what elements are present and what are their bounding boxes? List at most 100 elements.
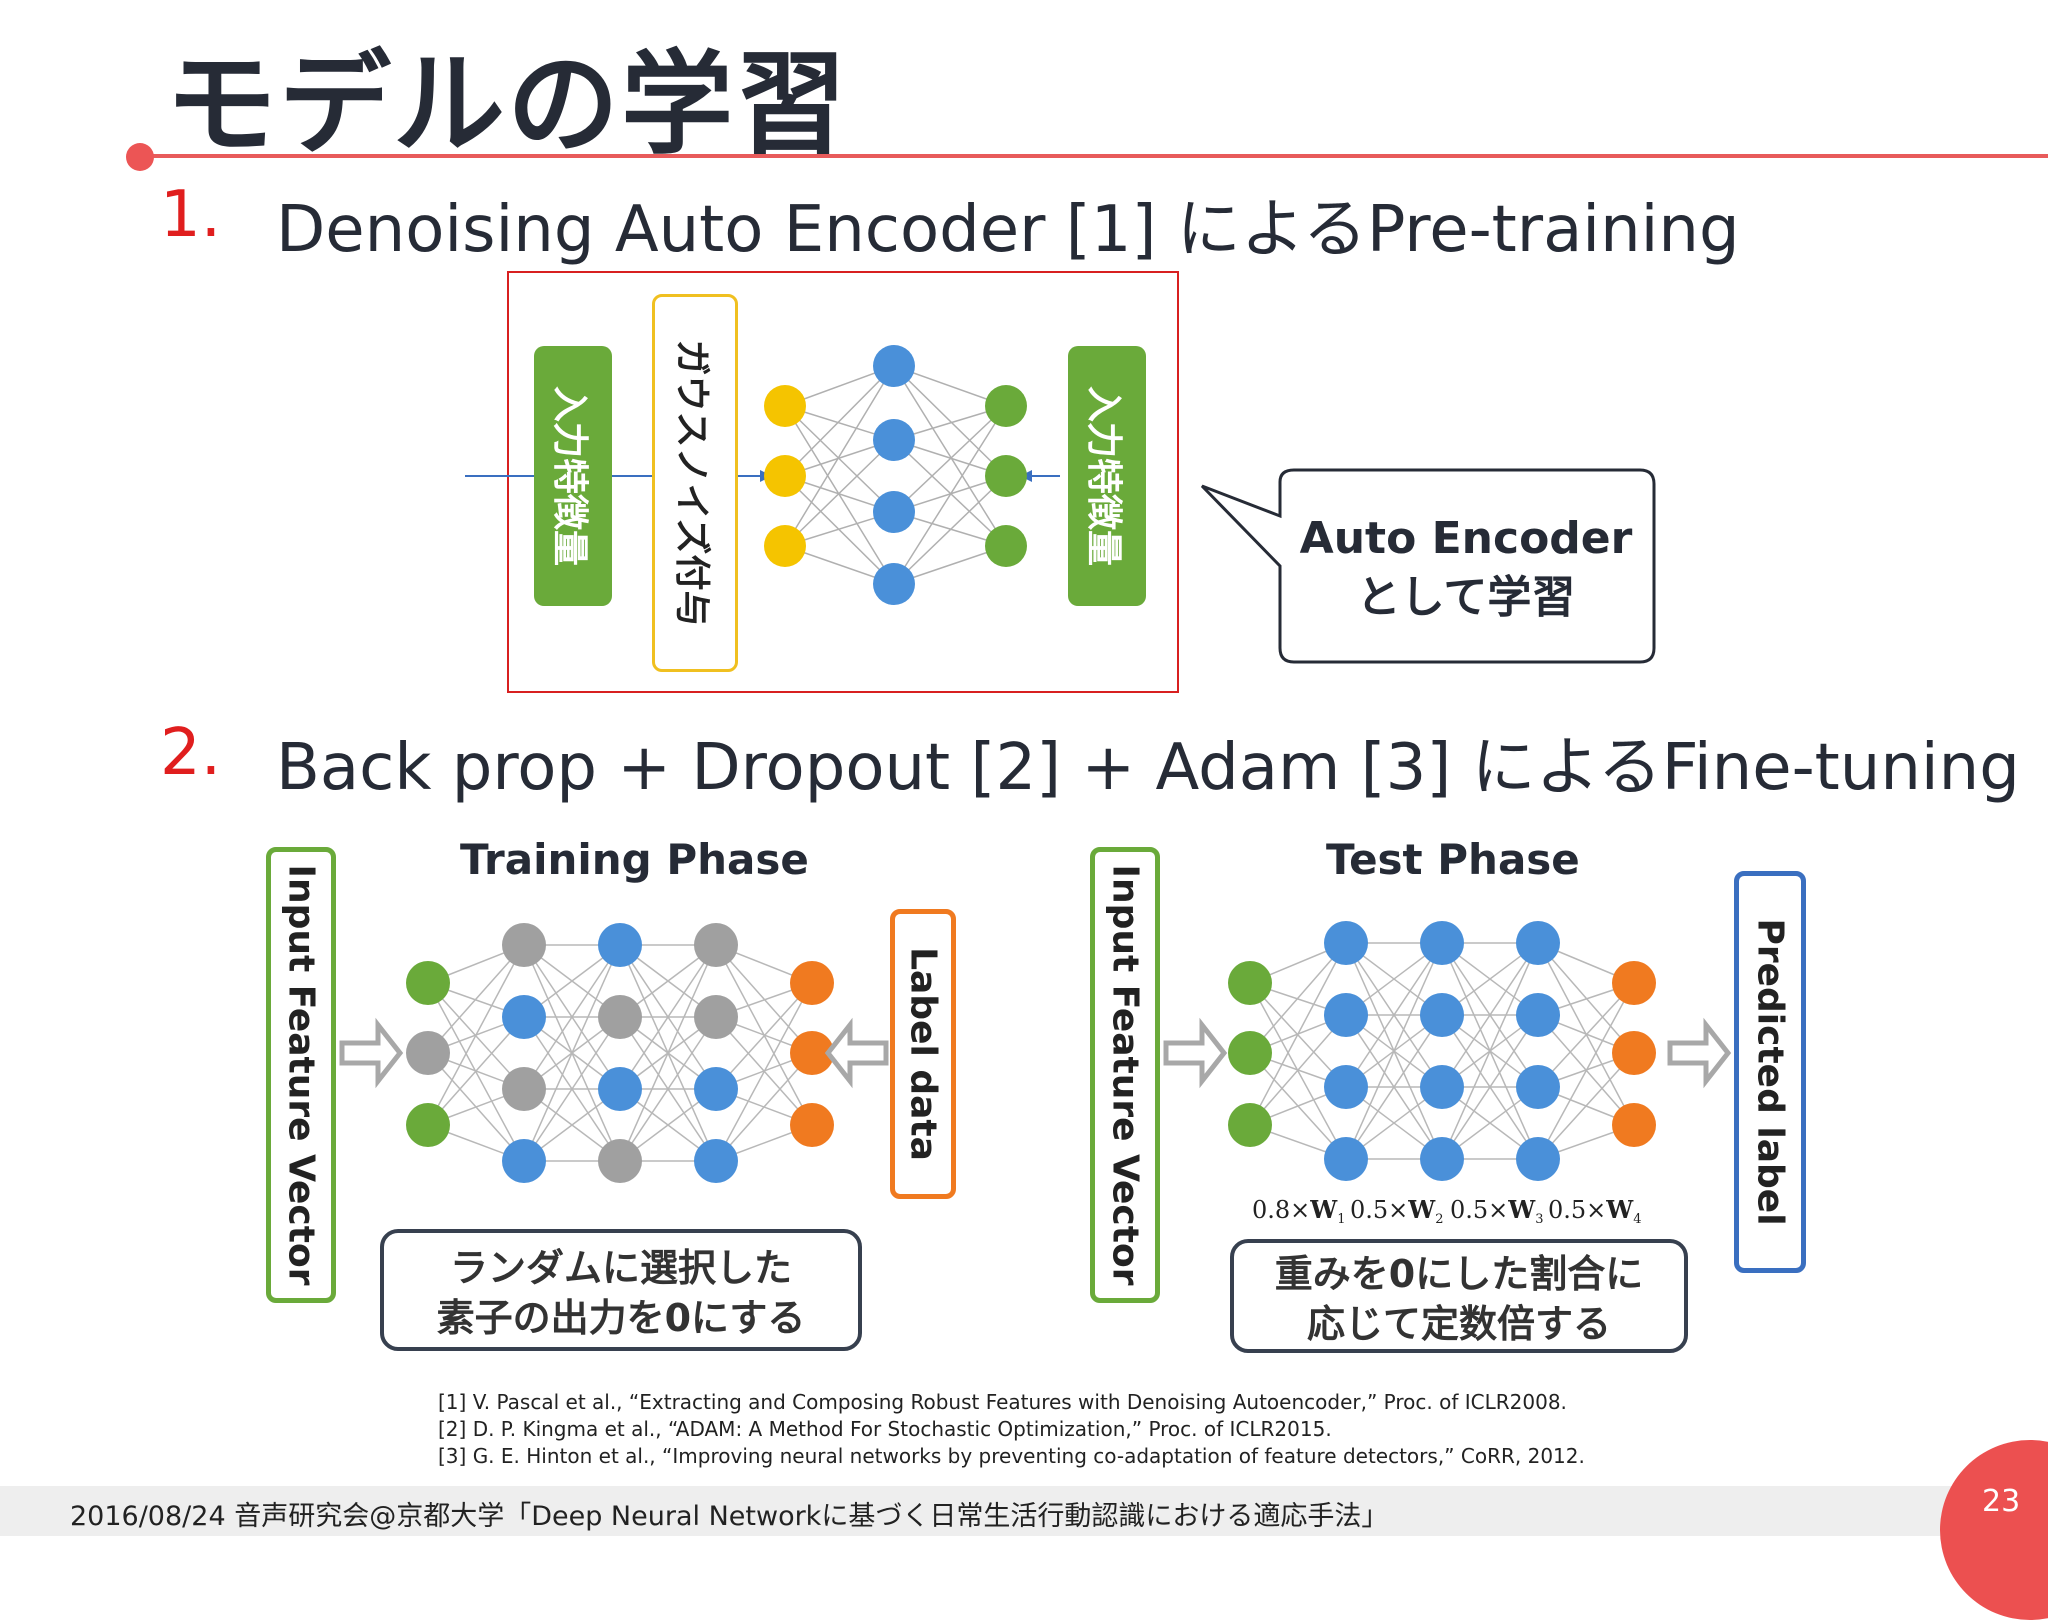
network-node xyxy=(1420,1137,1464,1181)
training-input-box: Input Feature Vector xyxy=(266,847,336,1303)
network-connection xyxy=(893,365,1007,547)
callout-line-1: Auto Encoder xyxy=(1300,513,1633,564)
dae-figure: Auto Encoder として学習 入力特徴量 ガウスノイズ付与 入力特徴量 xyxy=(460,270,1660,700)
network-connection xyxy=(1537,982,1635,1088)
list-number-1: 1. xyxy=(160,178,222,252)
network-node xyxy=(1516,1137,1560,1181)
predicted-label-label: Predicted label xyxy=(1749,918,1791,1226)
network-node xyxy=(1612,1103,1656,1147)
reference-1: [1] V. Pascal et al., “Extracting and Co… xyxy=(438,1390,1567,1414)
network-connection xyxy=(1441,942,1539,1160)
label-data-box: Label data xyxy=(890,909,956,1199)
dae-frame xyxy=(507,271,1179,693)
training-input-label: Input Feature Vector xyxy=(280,864,322,1286)
network-connection xyxy=(523,1016,621,1162)
network-connection xyxy=(893,439,1007,547)
dae-network xyxy=(764,345,1027,605)
network-connection xyxy=(523,944,621,1162)
network-connection xyxy=(715,1052,813,1162)
training-phase-title: Training Phase xyxy=(460,835,809,884)
network-connection xyxy=(1441,1014,1539,1160)
network-node xyxy=(598,995,642,1039)
test-input-arrow xyxy=(1163,1017,1228,1089)
network-connection xyxy=(1537,1052,1635,1160)
network-node xyxy=(1516,921,1560,965)
network-node xyxy=(1324,921,1368,965)
network-node xyxy=(1516,993,1560,1037)
network-node xyxy=(985,525,1027,567)
network-node xyxy=(598,1067,642,1111)
network-node xyxy=(873,419,915,461)
list-item-2: 2. Back prop + Dropout [2] + Adam [3] によ… xyxy=(160,716,2040,805)
network-node xyxy=(502,923,546,967)
network-node xyxy=(1228,961,1272,1005)
network-connection xyxy=(619,944,717,1162)
weight-scale-labels: 0.8×W1 0.5×W2 0.5×W3 0.5×W4 xyxy=(1252,1195,1642,1227)
network-connection xyxy=(1249,942,1347,1054)
reference-2: [2] D. P. Kingma et al., “ADAM: A Method… xyxy=(438,1417,1332,1441)
network-node xyxy=(1420,921,1464,965)
network-node xyxy=(985,455,1027,497)
training-label-arrow xyxy=(824,1017,889,1089)
network-connection xyxy=(427,944,525,1126)
network-connection xyxy=(784,405,895,585)
test-input-box: Input Feature Vector xyxy=(1090,847,1160,1303)
test-phase-title: Test Phase xyxy=(1326,835,1580,884)
list-text-2: Back prop + Dropout [2] + Adam [3] によるFi… xyxy=(276,731,2020,805)
network-node xyxy=(1420,1065,1464,1109)
dae-input-box: 入力特徴量 xyxy=(534,346,612,606)
dae-noise-label: ガウスノイズ付与 xyxy=(671,339,712,627)
network-node xyxy=(1324,1137,1368,1181)
network-node xyxy=(406,1031,450,1075)
network-connection xyxy=(893,475,1007,585)
network-node xyxy=(502,995,546,1039)
network-node xyxy=(694,923,738,967)
training-input-arrow xyxy=(339,1017,404,1089)
network-node xyxy=(873,491,915,533)
network-node xyxy=(790,961,834,1005)
network-node xyxy=(598,923,642,967)
dae-target-label: 入力特徴量 xyxy=(1083,385,1124,567)
network-connection xyxy=(893,365,1007,477)
slide-title: モデルの学習 xyxy=(165,40,849,170)
callout-line-2: として学習 xyxy=(1357,572,1576,623)
network-node xyxy=(1612,961,1656,1005)
reference-3: [3] G. E. Hinton et al., “Improving neur… xyxy=(438,1444,1585,1468)
test-note-line-1: 重みを0にした割合に xyxy=(1274,1252,1644,1296)
network-connection xyxy=(427,1016,525,1126)
network-connection xyxy=(619,944,717,1090)
weight-scale-1: 0.8×W1 xyxy=(1252,1195,1346,1227)
dropout-figure: 0.8×W1 0.5×W2 0.5×W3 0.5×W4 Training Pha… xyxy=(250,835,1830,1355)
network-node xyxy=(1516,1065,1560,1109)
network-node xyxy=(985,385,1027,427)
network-connection xyxy=(1249,1014,1347,1126)
network-node xyxy=(790,1103,834,1147)
network-connection xyxy=(427,944,525,1054)
dae-network-diagram: Auto Encoder として学習 xyxy=(465,271,1656,693)
test-network xyxy=(1228,921,1656,1181)
network-connection xyxy=(784,475,895,585)
network-node xyxy=(694,1067,738,1111)
network-node xyxy=(1324,1065,1368,1109)
network-node xyxy=(764,385,806,427)
network-connection xyxy=(784,439,895,547)
weight-scale-2: 0.5×W2 xyxy=(1350,1195,1444,1227)
network-node xyxy=(873,563,915,605)
network-node xyxy=(502,1139,546,1183)
predicted-label-box: Predicted label xyxy=(1734,871,1806,1273)
network-node xyxy=(694,995,738,1039)
network-connection xyxy=(1345,942,1443,1160)
training-network xyxy=(406,923,834,1183)
callout-bubble xyxy=(1200,468,1656,664)
network-node xyxy=(1228,1031,1272,1075)
network-connection xyxy=(715,944,813,1054)
test-note-box: 重みを0にした割合に 応じて定数倍する xyxy=(1230,1239,1688,1353)
dae-input-label: 入力特徴量 xyxy=(549,385,590,567)
network-connection xyxy=(523,944,621,1090)
training-note-line-1: ランダムに選択した xyxy=(449,1246,792,1290)
network-connection xyxy=(1345,942,1443,1088)
test-output-arrow xyxy=(1667,1017,1732,1089)
list-text-1: Denoising Auto Encoder [1] によるPre-traini… xyxy=(276,193,1740,267)
network-node xyxy=(406,961,450,1005)
network-connection xyxy=(784,365,895,477)
